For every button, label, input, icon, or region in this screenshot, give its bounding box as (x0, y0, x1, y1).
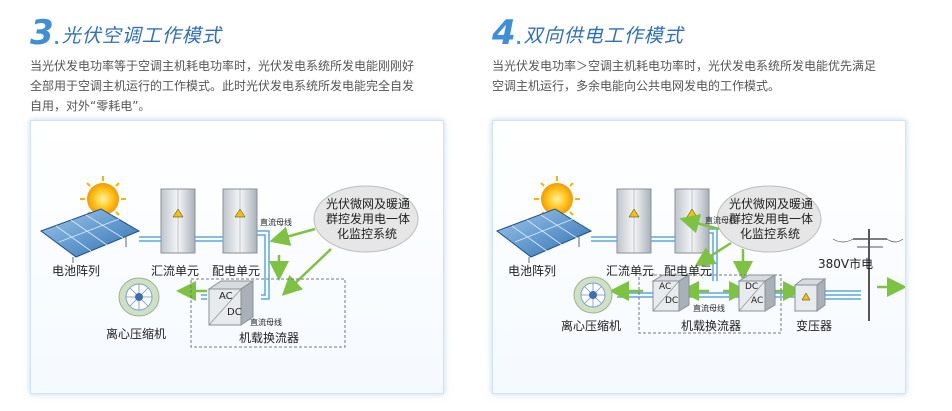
combiner-label: 汇流单元 (606, 264, 655, 278)
combiner-cabinet-icon (160, 188, 196, 254)
sun-icon (80, 176, 126, 222)
mode-3-title: 光伏空调工作模式 (61, 25, 222, 47)
inverter-2-ac-label: AC (751, 296, 764, 306)
inverter-group-box (638, 274, 782, 334)
mode-4-heading: 4 . 双向供电工作模式 (492, 13, 684, 53)
monitor-bubble (716, 185, 822, 253)
inverter-group-box (190, 278, 346, 348)
combiner-cabinet-icon (616, 188, 652, 254)
distribution-cabinet-icon (222, 188, 258, 254)
distribution-label: 配电单元 (212, 264, 261, 278)
inverter-dc-label: DC (227, 307, 242, 318)
solar-panel-icon (495, 208, 593, 263)
inverter-1-dc-label: DC (665, 296, 679, 306)
mode-3-svg (39, 176, 419, 348)
monitor-bubble (313, 185, 419, 253)
control-arrows (609, 213, 905, 301)
mode-4-diagram: 电池阵列 汇流单元 配电单元 直流母线 直流母线 380V市电 离心压缩机 机载… (492, 120, 906, 394)
compressor-label: 离心压缩机 (106, 327, 167, 341)
inverter-icon-1 (651, 274, 691, 312)
dc-bus-top-label: 直流母线 (260, 218, 292, 227)
centrifugal-compressor-icon (573, 276, 613, 314)
mode-3-diagram: 电池阵列 汇流单元 配电单元 直流母线 直流母线 离心压缩机 机载换流器 AC … (30, 120, 444, 394)
mode-4-panel: 4 . 双向供电工作模式 当光伏发电功率＞空调主机耗电功率时，光伏发电系统所发电… (486, 0, 952, 411)
distribution-label: 配电单元 (664, 264, 713, 278)
inverter-1-ac-label: AC (659, 282, 672, 292)
inverter-2-dc-label: DC (745, 282, 759, 292)
transformer-label: 变压器 (796, 319, 833, 333)
dc-bus-top-label: 直流母线 (705, 216, 737, 225)
grid-380v-label: 380V市电 (818, 257, 874, 271)
mode-3-panel: 3 . 光伏空调工作模式 当光伏发电功率等于空调主机耗电功率时，光伏发电系统所发… (0, 0, 470, 411)
centrifugal-compressor-icon (118, 277, 160, 317)
control-arrows (176, 226, 332, 301)
compressor-label: 离心压缩机 (561, 319, 622, 333)
mode-4-title: 双向供电工作模式 (523, 25, 684, 47)
inverter-ac-label: AC (219, 291, 233, 302)
transformer-icon (793, 278, 827, 312)
power-pole-icon (832, 229, 904, 321)
mode-3-number: 3 (30, 13, 54, 53)
mode-3-heading: 3 . 光伏空调工作模式 (30, 13, 222, 53)
inverter-icon (207, 280, 255, 326)
inverter-icon-2 (737, 274, 777, 312)
mode-4-number: 4 (492, 13, 516, 53)
dc-bus-bottom-label: 直流母线 (693, 304, 725, 313)
pv-array-label: 电池阵列 (52, 264, 101, 278)
mode-3-description: 当光伏发电功率等于空调主机耗电功率时，光伏发电系统所发电能刚刚好 全部用于空调主… (30, 59, 415, 113)
mode-4-description: 当光伏发电功率＞空调主机耗电功率时，光伏发电系统所发电能优先满足 空调主机运行，… (492, 59, 877, 93)
mode-4-svg (495, 176, 905, 334)
inverter-label: 机载换流器 (239, 331, 300, 345)
inverter-label: 机载换流器 (681, 319, 742, 333)
combiner-label: 汇流单元 (151, 264, 200, 278)
monitor-system-label: 光伏微网及暖通 群控发用电一体 化监控系统 (729, 197, 814, 241)
monitor-system-label: 光伏微网及暖通 群控发用电一体 化监控系统 (326, 197, 411, 241)
pv-array-label: 电池阵列 (508, 264, 557, 278)
solar-panel-icon (39, 208, 141, 263)
dc-bus-bottom-label: 直流母线 (250, 318, 282, 327)
